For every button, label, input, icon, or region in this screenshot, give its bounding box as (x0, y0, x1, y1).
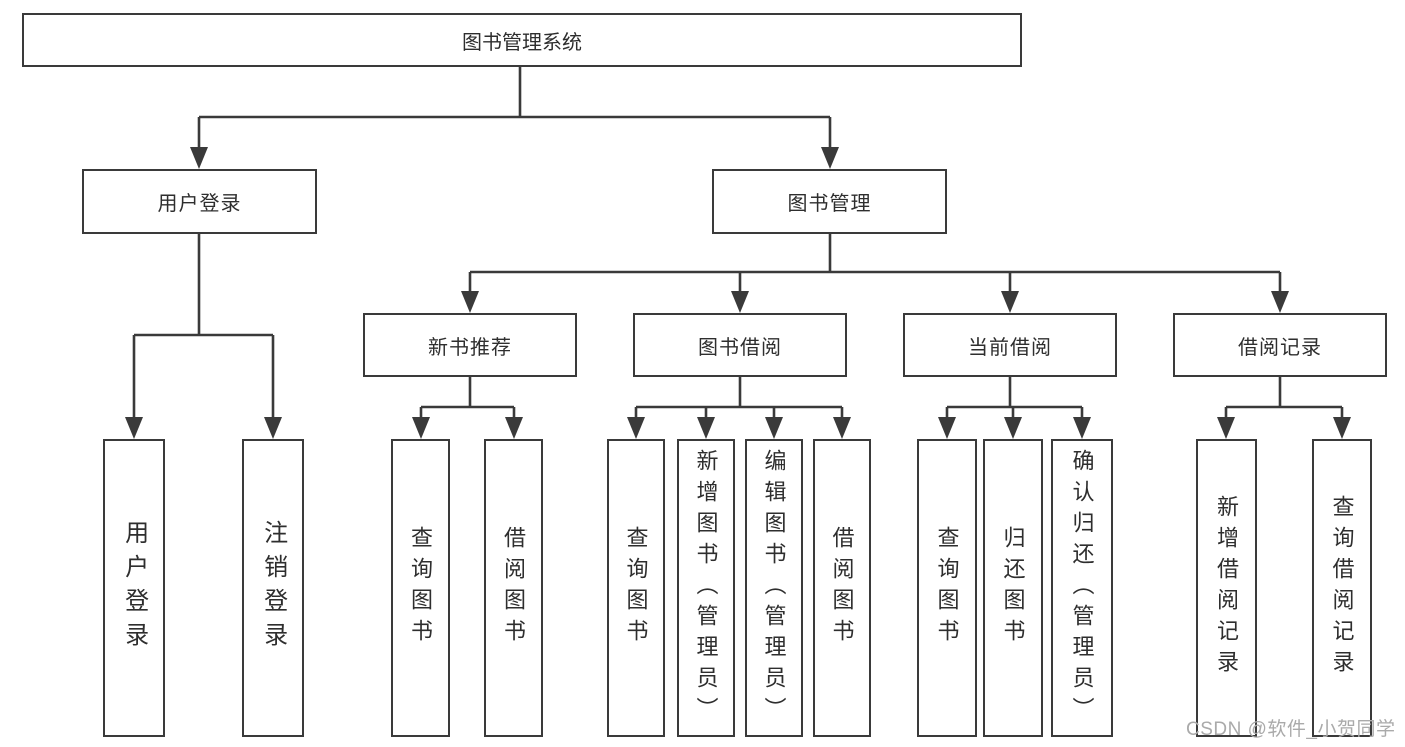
arrow-down-icon (125, 417, 143, 439)
node-label: 新书推荐 (428, 336, 512, 359)
node-label: 注销登录 (259, 520, 287, 656)
node-leaf-add-book-admin: 新增图书（管理员） (677, 439, 735, 737)
arrow-down-icon (264, 417, 282, 439)
node-label: 借阅记录 (1238, 336, 1322, 359)
node-leaf-borrow-books-2: 借阅图书 (813, 439, 871, 737)
node-label: 查询图书 (408, 526, 434, 650)
node-leaf-query-borrow-record: 查询借阅记录 (1312, 439, 1372, 737)
node-label: 归还图书 (1000, 526, 1026, 650)
node-label: 图书借阅 (698, 336, 782, 359)
node-leaf-query-books-1: 查询图书 (391, 439, 450, 737)
arrow-down-icon (412, 417, 430, 439)
arrow-down-icon (461, 291, 479, 313)
arrow-down-icon (1217, 417, 1235, 439)
arrow-down-icon (697, 417, 715, 439)
node-label: 查询图书 (934, 526, 960, 650)
node-label: 借阅图书 (829, 526, 855, 650)
arrow-down-icon (190, 147, 208, 169)
node-leaf-borrow-books-1: 借阅图书 (484, 439, 543, 737)
node-borrow-records: 借阅记录 (1173, 313, 1387, 377)
node-label: 查询借阅记录 (1329, 495, 1355, 681)
node-leaf-logout: 注销登录 (242, 439, 304, 737)
node-label: 图书管理系统 (462, 31, 582, 54)
arrow-down-icon (1001, 291, 1019, 313)
arrow-down-icon (731, 291, 749, 313)
node-label: 用户登录 (120, 520, 148, 656)
arrow-down-icon (1073, 417, 1091, 439)
node-label: 新增图书（管理员） (693, 448, 719, 728)
arrow-down-icon (765, 417, 783, 439)
node-user-login-branch: 用户登录 (82, 169, 317, 234)
node-label: 确认归还（管理员） (1069, 448, 1095, 728)
node-label: 图书管理 (787, 193, 872, 215)
arrow-down-icon (938, 417, 956, 439)
csdn-watermark: CSDN @软件_小贺同学 (1186, 719, 1396, 740)
node-label: 新增借阅记录 (1214, 495, 1240, 681)
arrow-down-icon (505, 417, 523, 439)
node-root-system: 图书管理系统 (22, 13, 1022, 67)
node-leaf-confirm-return-admin: 确认归还（管理员） (1051, 439, 1113, 737)
node-leaf-query-books-2: 查询图书 (607, 439, 665, 737)
node-new-book-recommend: 新书推荐 (363, 313, 577, 377)
node-label: 编辑图书（管理员） (761, 448, 787, 728)
arrow-down-icon (627, 417, 645, 439)
node-label: 用户登录 (157, 193, 242, 215)
arrow-down-icon (833, 417, 851, 439)
node-book-management-branch: 图书管理 (712, 169, 947, 234)
node-leaf-query-books-3: 查询图书 (917, 439, 977, 737)
arrow-down-icon (821, 147, 839, 169)
node-current-borrow: 当前借阅 (903, 313, 1117, 377)
node-label: 当前借阅 (968, 336, 1052, 359)
node-leaf-add-borrow-record: 新增借阅记录 (1196, 439, 1257, 737)
arrow-down-icon (1271, 291, 1289, 313)
node-label: 借阅图书 (501, 526, 527, 650)
arrow-down-icon (1333, 417, 1351, 439)
arrowhead-icons (125, 147, 1351, 439)
node-leaf-edit-book-admin: 编辑图书（管理员） (745, 439, 803, 737)
arrow-down-icon (1004, 417, 1022, 439)
node-leaf-user-login: 用户登录 (103, 439, 165, 737)
node-leaf-return-book: 归还图书 (983, 439, 1043, 737)
node-book-borrow: 图书借阅 (633, 313, 847, 377)
node-label: 查询图书 (623, 526, 649, 650)
